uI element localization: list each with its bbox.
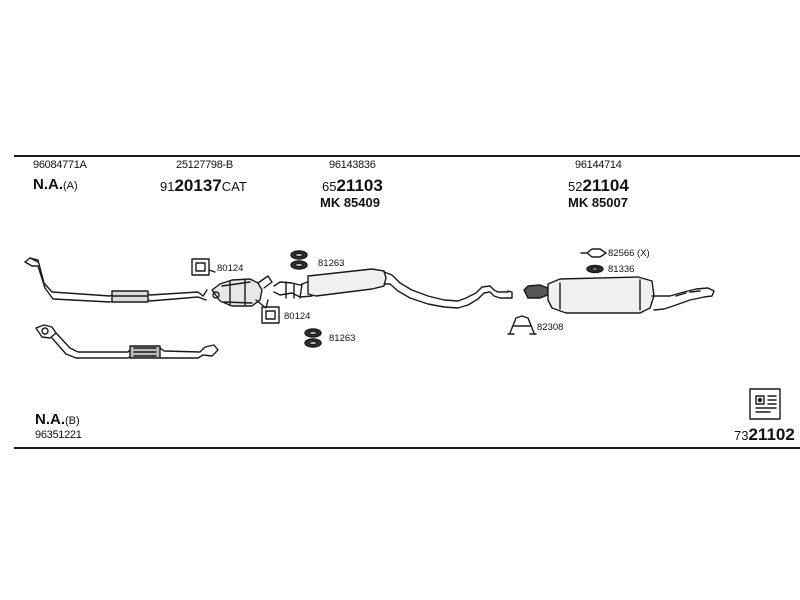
mk-number-col3: MK 85409 (320, 195, 380, 210)
label-81336: 81336 (608, 264, 635, 275)
center-muffler-assembly (273, 268, 513, 309)
label-81263-bottom: 81263 (329, 333, 356, 344)
kit-code-footer: 7321102 (734, 426, 795, 443)
part-code-col4: 5221104 (568, 177, 629, 194)
bottom-divider (14, 447, 800, 449)
label-80124-top: 80124 (217, 263, 244, 274)
kit-code-prefix: 73 (734, 428, 749, 443)
na-label-col1: N.A.(A) (33, 177, 78, 192)
part-code-number: 21104 (582, 176, 629, 195)
mk-number-col4: MK 85007 (568, 195, 628, 210)
oe-number-col4: 96144714 (575, 159, 622, 171)
part-code-col3: 6521103 (322, 177, 383, 194)
rear-muffler (523, 276, 715, 314)
flange-clamp-80124-top (191, 258, 210, 276)
oe-number-col3: 96143836 (329, 159, 376, 171)
catalog-logo-icon (749, 388, 781, 420)
label-81263-top: 81263 (318, 258, 345, 269)
na-text: N.A. (35, 411, 65, 428)
variant-text: (A) (63, 180, 78, 192)
front-pipe-a (24, 257, 208, 303)
oe-number-col1: 96084771A (33, 159, 87, 171)
catalytic-converter (211, 275, 273, 309)
part-code-number: 20137 (174, 176, 222, 195)
label-82308: 82308 (537, 322, 564, 333)
label-80124-bottom: 80124 (284, 311, 311, 322)
label-82566: 82566 (X) (608, 248, 650, 259)
part-code-suffix: CAT (221, 179, 247, 194)
hanger-82566 (580, 248, 607, 258)
bracket-82308 (507, 315, 537, 335)
oe-number-col2: 25127798-B (176, 159, 233, 171)
top-divider (14, 155, 800, 157)
ring-81263-top (290, 250, 308, 270)
ring-81336 (586, 264, 604, 274)
na-text: N.A. (33, 176, 63, 193)
part-code-prefix: 65 (322, 179, 337, 194)
part-code-number: 21103 (336, 176, 383, 195)
variant-text: (B) (65, 415, 80, 427)
part-code-col2: 9120137CAT (160, 177, 247, 194)
flange-clamp-80124-bottom (261, 306, 280, 324)
na-label-footer: N.A.(B) (35, 412, 80, 427)
part-code-prefix: 52 (568, 179, 583, 194)
part-code-prefix: 91 (160, 179, 175, 194)
front-pipe-b (35, 324, 219, 359)
ring-81263-bottom (304, 328, 322, 348)
oe-number-footer: 96351221 (35, 429, 82, 441)
kit-code-number: 21102 (748, 425, 795, 444)
